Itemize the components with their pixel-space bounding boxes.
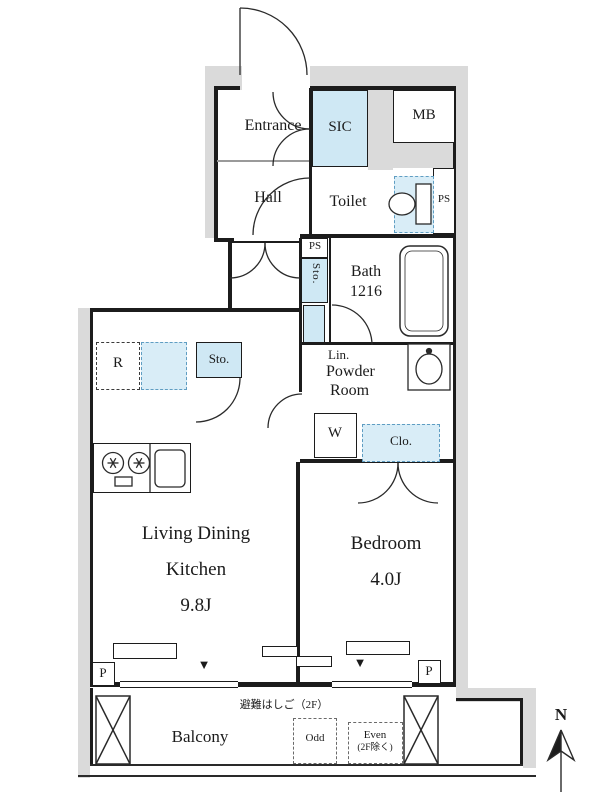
wall-column-left (299, 238, 302, 392)
north-arrow-icon (546, 729, 576, 792)
washer-label: W (327, 425, 343, 441)
wall-sic-toilet-left (309, 88, 312, 238)
storage-column (301, 258, 328, 303)
window-ledge-right (346, 641, 410, 655)
fridge-label: R (112, 355, 124, 371)
pillar-right-label: P (425, 663, 433, 678)
ldk-label-1: Living Dining (141, 523, 251, 544)
wall-gray-sic-mb-gap (368, 90, 393, 170)
wall-hall-closet-left (228, 238, 232, 310)
pillar-right-box (418, 660, 441, 684)
bathtub-icon (399, 245, 449, 337)
ldk-label-2: Kitchen (165, 559, 227, 580)
linen-label: Lin. (328, 347, 350, 362)
sliding-door-panel-b (296, 656, 332, 667)
bath-name-label: Bath (350, 263, 382, 280)
bedroom-closet (362, 424, 440, 462)
wall-hall-bottom (214, 238, 234, 242)
wall-balcony-right-inner (520, 700, 523, 766)
bedroom-label: Bedroom (350, 533, 422, 554)
powder-door-arc (267, 393, 303, 429)
wall-entrance-left-inner (214, 86, 218, 238)
wall-toilet-bottom (300, 234, 456, 238)
front-door-arc (239, 7, 308, 76)
powder-room-label-1: Powder (326, 363, 375, 380)
washer-space (314, 413, 357, 458)
wall-gray-balcony-right (523, 688, 536, 768)
hatch-even-box (348, 722, 403, 764)
wall-balcony-left-inner (90, 688, 93, 766)
pillar-left-box (92, 662, 115, 686)
wall-ldk-top (90, 308, 302, 312)
hatch-odd-label: Odd (305, 732, 325, 744)
kitchen-counter (93, 443, 191, 493)
storage-left-label: Sto. (208, 351, 230, 366)
balcony-railing-lines (78, 764, 536, 777)
ps-mid-shaft (301, 238, 328, 258)
compass-north-label: N (554, 705, 568, 724)
sic-room (312, 90, 368, 167)
hatch-even-label-2: (2F除く) (357, 743, 393, 753)
ldk-size-label: 9.8J (180, 595, 212, 616)
bedroom-closet-door-arcs (357, 462, 439, 504)
hatch-even-label-1: Even (363, 729, 387, 741)
wall-gray-below-mb (393, 142, 456, 168)
wall-left-inner (90, 308, 93, 686)
wall-gray-left-main (78, 308, 90, 690)
entrance-step-line (217, 160, 309, 162)
wall-gray-right (456, 66, 468, 690)
wall-gray-balcony-left (78, 688, 90, 778)
slide-marker-left: ▼ (197, 657, 211, 672)
powder-room-label-2: Room (330, 382, 370, 399)
window-ledge-left (113, 643, 177, 659)
wall-top-right-of-door (310, 86, 456, 90)
fridge-space (96, 342, 140, 390)
hatch-odd-box (293, 718, 337, 764)
storage-left (196, 342, 242, 378)
sic-label: SIC (328, 119, 352, 135)
wall-bath-left (329, 238, 331, 344)
bath-size-label: 1216 (350, 283, 382, 300)
ps-mid-label: PS (308, 240, 322, 252)
wall-balcony-right-top-line (456, 698, 523, 701)
balcony-window-left (120, 681, 238, 688)
closet-label: Clo. (389, 433, 413, 448)
toilet-label: Toilet (329, 193, 367, 210)
entrance-label: Entrance (244, 117, 302, 134)
hatch-note-label: 避難はしご（2F） (239, 699, 329, 711)
toilet-highlight (394, 176, 434, 233)
storage-column-label: Sto. (309, 263, 322, 285)
wall-hall-closet-front (230, 241, 302, 243)
ps-right-label: PS (437, 193, 451, 205)
wall-right-inner (453, 86, 456, 686)
balcony-label: Balcony (171, 727, 229, 746)
mb-label: MB (412, 107, 436, 123)
slide-marker-right: ▼ (353, 655, 367, 670)
sliding-door-panel-a (262, 646, 298, 657)
pillar-left-label: P (99, 665, 107, 680)
wall-bath-bottom (300, 342, 456, 345)
balcony-partition-hatch-left (95, 695, 131, 765)
wall-top-left-of-door (217, 86, 240, 90)
bedroom-size-label: 4.0J (370, 569, 402, 590)
hall-label: Hall (254, 189, 282, 206)
wall-room-divider (296, 462, 300, 684)
balcony-window-right (332, 681, 412, 688)
bath-door-arc (331, 304, 373, 346)
storage-left-door-arc (195, 377, 241, 423)
storage-space-blue (141, 342, 187, 390)
storage-column-lower (303, 305, 325, 343)
wall-bottom (90, 682, 456, 687)
mb-room (393, 90, 455, 143)
hall-closet-door-arcs (229, 242, 301, 279)
balcony-partition-hatch-right (403, 695, 439, 765)
washbasin-icon (407, 343, 451, 391)
